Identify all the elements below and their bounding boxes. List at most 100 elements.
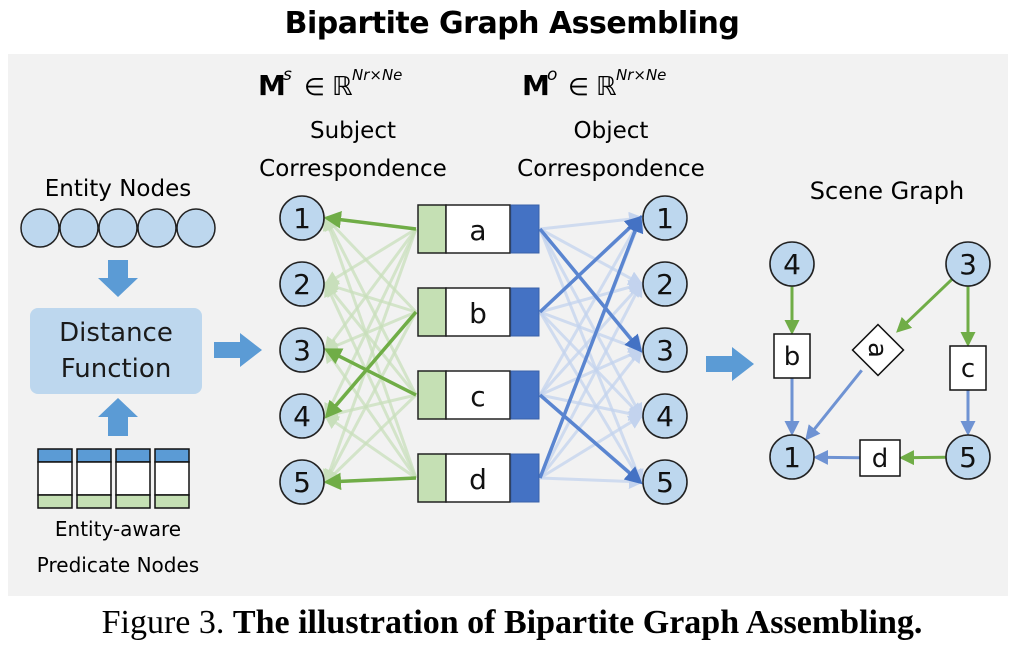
scene-subject-edge: [898, 450, 947, 466]
entity-id: 2: [293, 268, 311, 301]
object-matrix-superscript: o: [547, 65, 557, 85]
object-matrix-formula: M o ∈ ℝ Nr×Ne: [522, 65, 666, 102]
scene-entity-node: 4: [769, 241, 815, 287]
entity-id: 5: [959, 441, 977, 474]
subject-matrix-formula: M s ∈ ℝ Nr×Ne: [258, 65, 402, 102]
subject-candidate-edge: [324, 281, 418, 396]
caption-prefix: Figure 3.: [101, 604, 225, 641]
distance-function-line2: Function: [61, 354, 172, 384]
object-embedding: [510, 370, 540, 420]
subject-matrix-space: ℝ: [332, 72, 353, 102]
subject-match-edge: [324, 310, 418, 419]
subject-embedding: [417, 287, 447, 337]
entity-node-icon: [20, 208, 60, 248]
subject-side-entity-node: 3: [279, 327, 325, 373]
predicate-id: c: [470, 380, 485, 413]
object-match-edge: [538, 214, 644, 479]
object-matrix-in: ∈: [568, 73, 589, 101]
caption-text: The illustration of Bipartite Graph Asse…: [232, 604, 923, 641]
figure-caption: Figure 3. The illustration of Bipartite …: [0, 604, 1024, 642]
predicate-id: b: [784, 342, 801, 372]
object-candidate-edge: [539, 227, 644, 286]
scene-graph-label: Scene Graph: [810, 177, 964, 205]
scene-entity-node: 1: [769, 434, 815, 480]
distance-function-box: [30, 308, 202, 394]
right-arrow-icon: [214, 333, 262, 367]
subject-candidate-edge: [323, 414, 417, 480]
subject-candidate-edge: [324, 228, 418, 419]
subject-candidate-edge: [322, 215, 418, 479]
predicate-embedding: [445, 287, 511, 337]
predicate-node: d: [417, 453, 540, 503]
object-candidate-edge: [538, 215, 643, 396]
entity-id: 3: [293, 334, 311, 367]
predicate-node: a: [417, 204, 540, 254]
subject-candidate-edge: [324, 228, 418, 353]
predicate-id: d: [872, 444, 889, 474]
subject-candidate-edge: [322, 228, 418, 485]
scene-predicate-node: d: [859, 439, 901, 477]
entity-id: 4: [783, 248, 801, 281]
subject-label-line1: Subject: [310, 118, 396, 144]
predicate-id: c: [961, 354, 975, 384]
predicate-node-icon: [154, 448, 190, 509]
predicate-id: b: [469, 297, 487, 330]
object-candidate-edge: [539, 414, 644, 480]
subject-embedding: [417, 204, 447, 254]
entity-node-icon: [137, 208, 177, 248]
subject-matrix-in: ∈: [304, 73, 325, 101]
scene-predicate-node: c: [949, 345, 987, 391]
scene-object-edge: [812, 449, 861, 465]
entity-node-icon: [59, 208, 99, 248]
object-side-entity-node: 4: [642, 393, 688, 439]
subject-match-edge: [323, 472, 417, 491]
scene-entity-node: 5: [945, 434, 991, 480]
subject-embedding: [417, 370, 447, 420]
predicate-id: d: [469, 463, 487, 496]
entity-nodes-label: Entity Nodes: [45, 176, 191, 202]
figure-title: Bipartite Graph Assembling: [284, 6, 740, 41]
subject-side-entity-node: 1: [279, 195, 325, 241]
predicate-label-line2: Predicate Nodes: [37, 553, 199, 577]
entity-id: 4: [656, 400, 674, 433]
object-side-entity-node: 5: [642, 459, 688, 505]
object-matrix-dims: Nr×Ne: [616, 66, 666, 84]
subject-embedding: [417, 453, 447, 503]
object-candidate-edge: [538, 347, 643, 479]
object-candidate-edge: [539, 310, 644, 353]
up-arrow-icon: [98, 398, 138, 436]
entity-id: 1: [656, 202, 674, 235]
entity-id: 5: [293, 466, 311, 499]
object-match-edge: [538, 393, 643, 485]
object-candidate-edge: [539, 393, 644, 421]
subject-match-edge: [323, 211, 417, 231]
entity-id: 3: [656, 334, 674, 367]
entity-id: 4: [293, 400, 311, 433]
entity-id: 2: [656, 268, 674, 301]
entity-node-icon: [176, 208, 216, 248]
subject-match-edge: [323, 348, 417, 397]
scene-subject-edge: [896, 278, 954, 333]
object-candidate-edge: [538, 228, 643, 419]
entity-id: 5: [656, 466, 674, 499]
predicate-id: a: [469, 214, 486, 247]
subject-side-entity-node: 4: [279, 393, 325, 439]
object-matrix-symbol: M: [522, 69, 550, 102]
object-side-entity-node: 3: [642, 327, 688, 373]
object-candidate-edge: [539, 279, 644, 314]
object-candidate-edge: [538, 310, 644, 419]
object-candidate-edge: [539, 348, 644, 397]
object-embedding: [510, 204, 540, 254]
predicate-node-icon: [37, 448, 73, 509]
subject-candidate-edge: [324, 311, 418, 485]
down-arrow-icon: [98, 260, 138, 297]
object-candidate-edge: [538, 311, 643, 485]
object-candidate-edge: [538, 228, 644, 485]
subject-candidate-edge: [324, 281, 418, 479]
subject-matrix-superscript: s: [283, 65, 292, 85]
entity-id: 1: [783, 441, 801, 474]
predicate-embedding: [445, 204, 511, 254]
subject-candidate-edge: [323, 280, 417, 314]
subject-candidate-edge: [323, 227, 417, 286]
